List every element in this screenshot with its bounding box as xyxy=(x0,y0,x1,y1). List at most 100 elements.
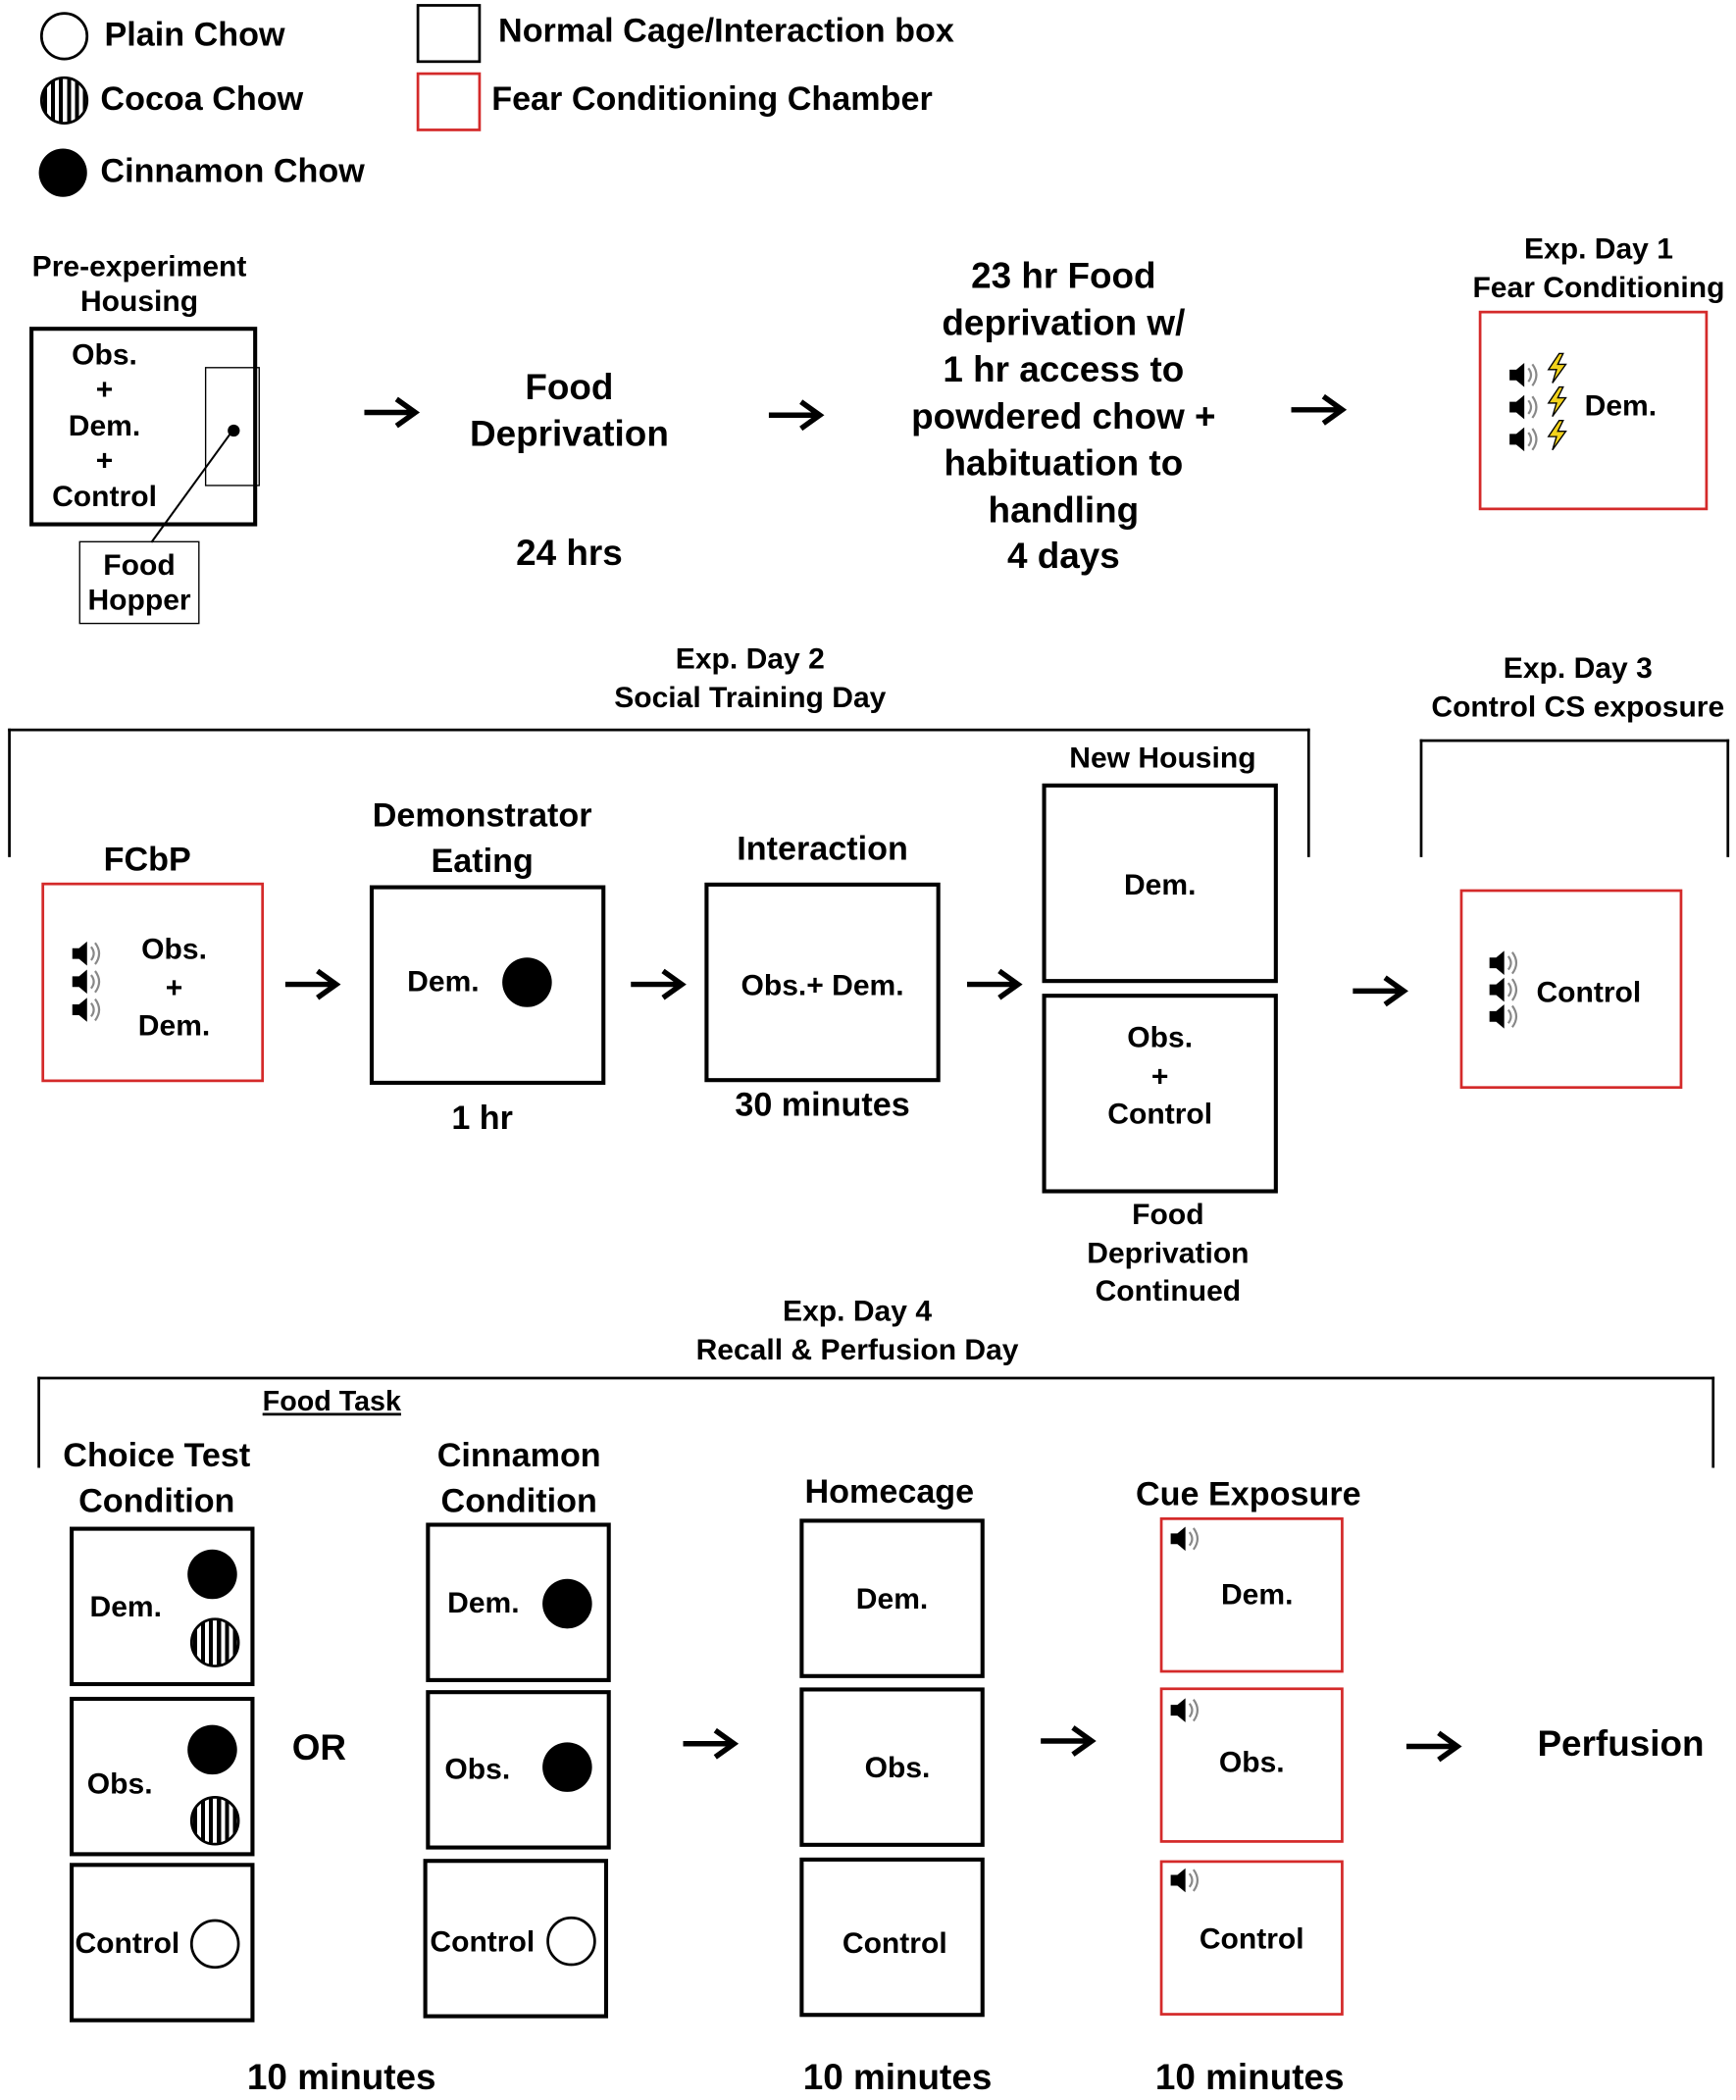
arrow-icon xyxy=(631,968,687,1000)
speaker-icon xyxy=(1509,363,1538,387)
plain-chow-icon xyxy=(189,1919,240,1970)
arrow-icon xyxy=(284,968,341,1000)
homecage-control-cage xyxy=(799,1857,985,2018)
cocoa-chow-icon xyxy=(189,1617,240,1667)
normal-cage-legend-icon xyxy=(416,4,482,64)
new-housing-title: New Housing xyxy=(1069,741,1256,775)
fear-chamber-legend-icon xyxy=(416,72,482,131)
day4-bracket xyxy=(37,1376,1715,1468)
cinnamon-chow-icon xyxy=(187,1549,237,1600)
new-housing-dem-cage xyxy=(1042,783,1278,984)
food-task-label: Food Task xyxy=(262,1386,401,1417)
habituation-time: 4 days xyxy=(1006,536,1120,577)
speaker-icon xyxy=(1509,394,1538,420)
speaker-icon xyxy=(72,941,101,966)
day2-bracket xyxy=(8,728,1310,857)
day4-title: Exp. Day 4 Recall & Perfusion Day xyxy=(695,1293,1019,1366)
dem-eating-box-label: Dem. xyxy=(407,964,480,999)
homecage-obs-label: Obs. xyxy=(864,1750,931,1784)
interaction-title: Interaction xyxy=(737,830,908,868)
shock-bolt-icon xyxy=(1547,385,1567,418)
plain-chow-icon xyxy=(546,1916,596,1967)
new-housing-dem-label: Dem. xyxy=(1123,867,1197,901)
cue-control-chamber xyxy=(1159,1860,1344,2016)
arrow-icon xyxy=(967,968,1023,1000)
arrow-icon xyxy=(1041,1725,1097,1757)
pre-experiment-cage xyxy=(29,327,258,527)
arrow-icon xyxy=(683,1727,740,1760)
cinnamon-dem-label: Dem. xyxy=(447,1585,520,1619)
cocoa-chow-icon xyxy=(189,1796,240,1846)
cinnamon-condition-title: Cinnamon Condition xyxy=(436,1437,601,1520)
interaction-time: 30 minutes xyxy=(735,1086,910,1124)
speaker-icon xyxy=(1170,1698,1200,1722)
cinnamon-obs-cage xyxy=(426,1690,611,1850)
choice-test-title: Choice Test Condition xyxy=(63,1437,251,1520)
shock-bolt-icon xyxy=(1547,352,1567,384)
day3-bracket xyxy=(1419,739,1730,857)
food-hopper-callout xyxy=(78,540,200,625)
day3-fear-chamber xyxy=(1459,889,1683,1090)
day1-fear-chamber xyxy=(1478,310,1709,511)
food-deprivation-time: 24 hrs xyxy=(516,533,623,574)
cue-exposure-time: 10 minutes xyxy=(1154,2057,1345,2098)
habituation-label: 23 hr Food deprivation w/ 1 hr access to… xyxy=(911,255,1216,532)
or-label: OR xyxy=(291,1727,347,1768)
homecage-dem-cage xyxy=(799,1518,985,1678)
arrow-icon xyxy=(1405,1730,1462,1763)
homecage-title: Homecage xyxy=(804,1472,975,1511)
speaker-icon xyxy=(1170,1868,1200,1893)
legend-normal-cage: Normal Cage/Interaction box xyxy=(498,12,954,50)
cue-dem-chamber xyxy=(1159,1516,1344,1673)
new-housing-obs-control-label: Obs. + Control xyxy=(1107,1020,1213,1131)
cue-obs-label: Obs. xyxy=(1218,1745,1285,1779)
cinnamon-control-label: Control xyxy=(430,1924,536,1959)
speaker-icon xyxy=(1489,1004,1518,1029)
legend-fear-chamber: Fear Conditioning Chamber xyxy=(491,79,933,119)
cinnamon-obs-label: Obs. xyxy=(444,1751,511,1786)
cinnamon-chow-icon xyxy=(542,1578,592,1629)
speaker-icon xyxy=(1489,950,1518,976)
interaction-box-label: Obs.+ Dem. xyxy=(740,968,904,1002)
arrow-icon xyxy=(1353,975,1408,1007)
cinnamon-chow-icon xyxy=(502,957,552,1007)
day2-title: Exp. Day 2 Social Training Day xyxy=(614,641,887,714)
food-deprivation-label: Food Deprivation xyxy=(469,367,669,454)
day1-title: Exp. Day 1 Fear Conditioning xyxy=(1472,231,1725,304)
arrow-icon xyxy=(1291,393,1348,426)
speaker-icon xyxy=(1509,427,1538,452)
cue-dem-label: Dem. xyxy=(1220,1577,1294,1612)
cinnamon-dem-cage xyxy=(426,1522,611,1682)
choice-obs-cage xyxy=(70,1696,255,1857)
pre-experiment-cage-label: Obs. + Dem. + Control xyxy=(52,337,157,513)
legend-plain-chow: Plain Chow xyxy=(104,16,285,54)
cinnamon-control-cage xyxy=(423,1859,609,2019)
fcbp-fear-chamber xyxy=(41,882,265,1083)
perfusion-label: Perfusion xyxy=(1537,1723,1705,1765)
food-hopper-pointer xyxy=(150,429,234,543)
cue-control-label: Control xyxy=(1199,1921,1304,1956)
dem-eating-time: 1 hr xyxy=(451,1099,513,1138)
day1-box-label: Dem. xyxy=(1584,387,1658,423)
cinnamon-chow-icon xyxy=(542,1742,592,1792)
new-housing-obs-control-cage xyxy=(1042,994,1278,1194)
pre-experiment-title: Pre-experiment Housing xyxy=(31,248,247,318)
homecage-obs-cage xyxy=(799,1687,985,1847)
cue-obs-chamber xyxy=(1159,1687,1344,1843)
legend-cocoa-chow: Cocoa Chow xyxy=(100,79,304,119)
cinnamon-chow-icon xyxy=(187,1724,237,1775)
cue-exposure-title: Cue Exposure xyxy=(1136,1475,1361,1513)
legend-cinnamon-chow: Cinnamon Chow xyxy=(100,152,365,190)
interaction-box xyxy=(704,882,941,1083)
homecage-dem-label: Dem. xyxy=(855,1581,929,1615)
speaker-icon xyxy=(1170,1526,1200,1552)
cocoa-chow-legend-icon xyxy=(39,76,89,125)
dem-eating-cage xyxy=(369,885,606,1085)
cinnamon-chow-legend-icon xyxy=(38,148,87,197)
day3-box-label: Control xyxy=(1536,975,1642,1009)
arrow-icon xyxy=(768,399,825,432)
speaker-icon xyxy=(72,969,101,995)
homecage-time: 10 minutes xyxy=(802,2057,993,2098)
food-hopper-outline xyxy=(204,367,260,487)
